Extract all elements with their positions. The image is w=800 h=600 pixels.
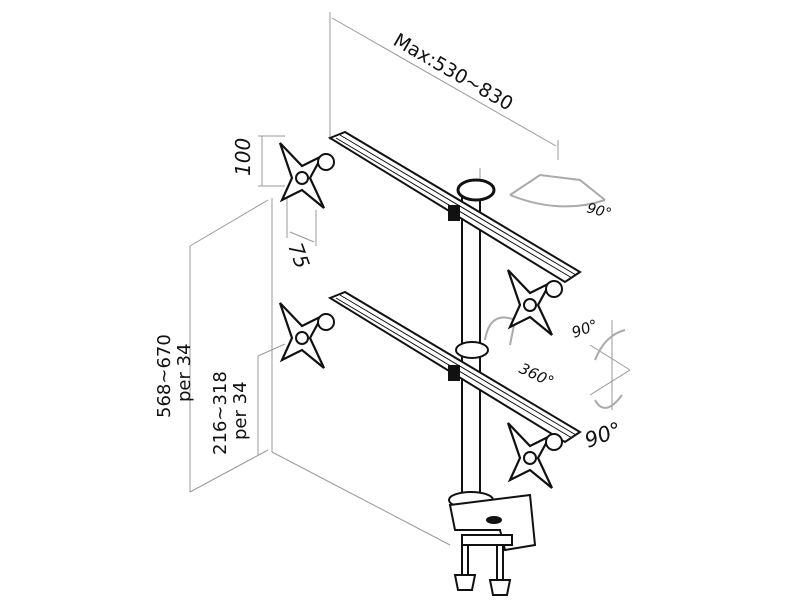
vesa-width-label: 75 [283, 240, 314, 272]
vesa-plate-bottom-right [506, 422, 563, 489]
arm-length-label: Max:530~830 [390, 29, 517, 115]
tilt-angle-label: 90° [569, 316, 600, 342]
pole-height-label-2: per 34 [174, 343, 195, 402]
vesa-plate-top-right [506, 269, 563, 336]
swivel-angle-label: 90° [585, 200, 613, 222]
lower-height-label-1: 216~318 [210, 371, 231, 455]
lower-rotation-angle-label: 90° [582, 417, 625, 452]
vesa-plates [278, 142, 563, 489]
vesa-plate-bottom-left [278, 302, 335, 369]
upper-arm [327, 130, 582, 284]
swivel-arrow-icon [509, 194, 606, 208]
lower-arm [327, 290, 582, 444]
lower-height-label-2: per 34 [230, 381, 251, 440]
rotation-arrow-icon [594, 329, 626, 361]
pole-height-label-1: 568~670 [154, 334, 175, 418]
pivot-angle-label: 360° [516, 359, 556, 391]
vesa-height-label: 100 [231, 138, 255, 176]
vesa-plate-top-left [278, 142, 335, 209]
dimension-lines [189, 12, 631, 546]
tilt-arrow-icon [484, 316, 517, 346]
desk-clamp [448, 493, 537, 596]
